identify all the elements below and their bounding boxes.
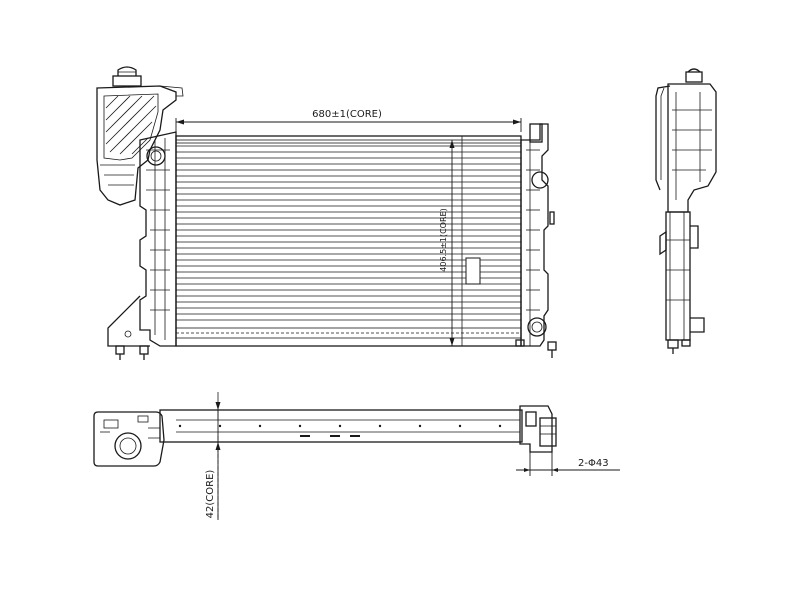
top-view-marker [298, 424, 302, 428]
top-view-right-end [519, 405, 557, 453]
top-view-tank [93, 411, 165, 467]
top-view-marker [418, 424, 422, 428]
pipe-diameter-label: 2-Φ43 [578, 458, 609, 469]
core-label-plate [465, 257, 481, 285]
top-view-marker [498, 424, 502, 428]
top-view-marker [218, 424, 222, 428]
expansion-tank [96, 66, 184, 206]
top-view-marker [338, 424, 342, 428]
top-view-dashes [178, 424, 502, 437]
front-view: 680±1(CORE) 406.5±1(CORE) [96, 66, 557, 360]
width-dimension: 680±1(CORE) [175, 109, 522, 132]
core-height-label: 406.5±1(CORE) [439, 208, 448, 271]
top-view-dash [300, 435, 310, 437]
top-view-dash [350, 435, 360, 437]
top-view-marker [378, 424, 382, 428]
depth-dimension: 42(CORE) [205, 402, 221, 520]
top-view-marker [258, 424, 262, 428]
core-depth-label: 42(CORE) [205, 470, 216, 519]
side-view [655, 68, 717, 354]
core-tubes [176, 145, 521, 321]
left-tank [107, 131, 177, 360]
top-view-marker [178, 424, 182, 428]
height-dimension: 406.5±1(CORE) [439, 140, 455, 346]
top-view: 2-Φ43 42(CORE) [93, 392, 620, 520]
core-width-label: 680±1(CORE) [312, 109, 382, 120]
top-view-dash [330, 435, 340, 437]
radiator-core [175, 135, 522, 347]
top-view-marker [458, 424, 462, 428]
right-tank [515, 123, 557, 358]
pipe-diameter-dimension: 2-Φ43 [516, 452, 620, 476]
filler-cap [112, 66, 142, 87]
